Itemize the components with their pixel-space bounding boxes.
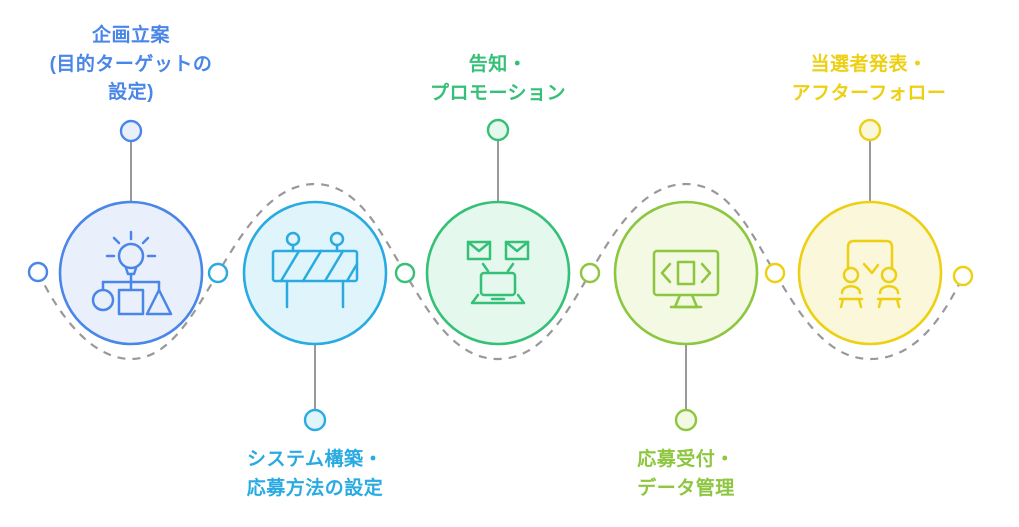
- stem-lines: [130, 140, 871, 410]
- stem-dot-step3: [486, 118, 510, 142]
- step-label-promotion: 告知・ プロモーション: [429, 54, 567, 104]
- stem-dot-step2: [303, 408, 327, 432]
- step-circle-2: [242, 200, 388, 346]
- step-label-system-setup: システム構築・ 応募方法の設定: [246, 449, 384, 499]
- stem-dot-step5: [858, 118, 882, 142]
- dashed-wave-connector: [37, 182, 964, 361]
- milestone-dot-end: [952, 265, 974, 287]
- step-label-application-data: 応募受付・ データ管理: [637, 449, 735, 499]
- idea-org-chart-icon: [91, 230, 173, 316]
- laptop-mail-icon: [466, 240, 530, 305]
- step-label-planning: 企画立案 (目的ターゲットの 設定): [49, 25, 213, 103]
- step-circle-5: [797, 200, 943, 346]
- milestone-dot-3-4: [579, 262, 601, 284]
- stem-dot-step4: [674, 408, 698, 432]
- milestone-dot-1-2: [207, 262, 229, 284]
- monitor-code-icon: [652, 249, 720, 309]
- milestone-dot-2-3: [394, 262, 416, 284]
- step-label-winner-followup: 当選者発表・ アフターフォロー: [791, 54, 947, 104]
- audience-follow-up-icon: [838, 239, 902, 309]
- milestone-dot-4-5: [764, 262, 786, 284]
- construction-barrier-icon: [271, 231, 359, 309]
- step-circle-4: [613, 200, 759, 346]
- milestone-dot-start: [27, 261, 49, 283]
- stem-dot-step1: [119, 119, 143, 143]
